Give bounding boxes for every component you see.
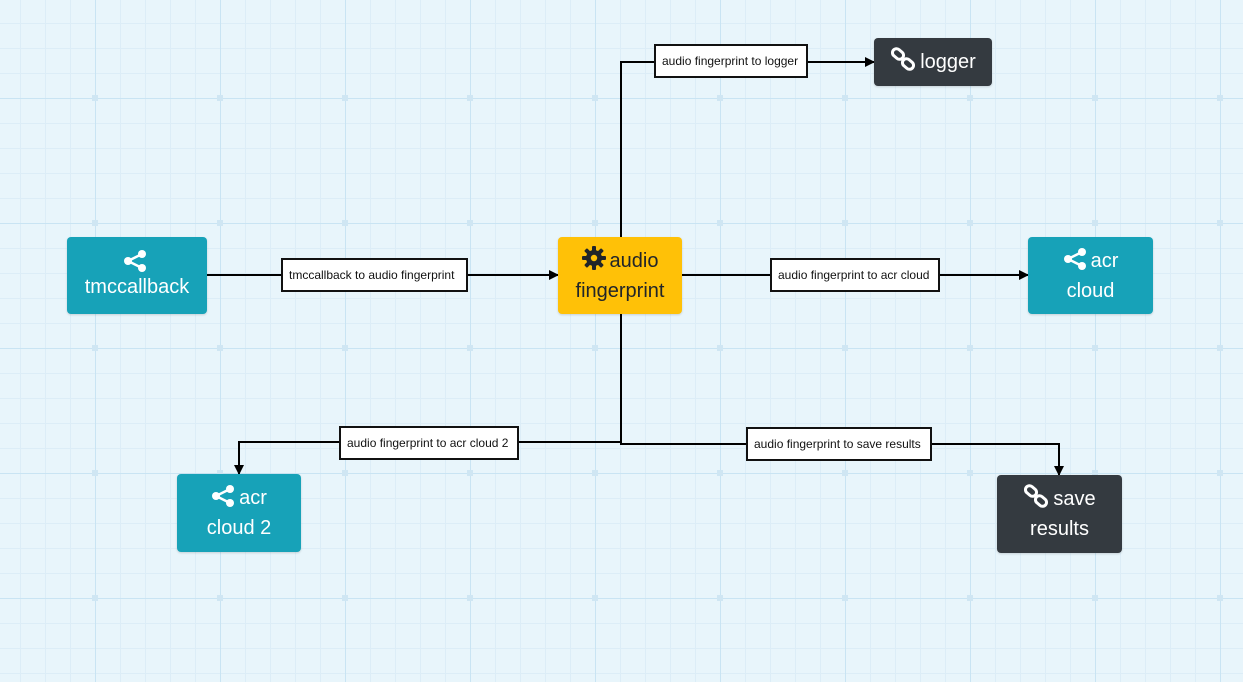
edge-label-tmccallback-to-audio-fingerprint[interactable]: tmccallback to audio fingerprint [281,258,468,292]
node-label-line2: results [1030,518,1089,540]
grid-dot [342,595,348,601]
grid-dot [467,595,473,601]
grid-dot [217,95,223,101]
grid-dot [592,470,598,476]
share-icon [123,249,147,272]
grid-dot [1092,470,1098,476]
grid-dot [717,95,723,101]
grid-dot [967,595,973,601]
grid-dot [842,95,848,101]
link-icon [1023,484,1049,508]
node-tmccallback[interactable]: tmccallback [67,237,207,314]
node-save-results[interactable]: save results [997,475,1122,553]
edge-label-audio-fingerprint-to-logger[interactable]: audio fingerprint to logger [654,44,808,78]
grid-dot [217,345,223,351]
grid-dot [92,95,98,101]
link-icon [890,47,916,71]
grid-dot [467,95,473,101]
share-icon [1063,247,1087,270]
gear-icon [581,245,606,270]
node-label-line1: acr [1090,249,1119,272]
node-label-line2: cloud 2 [206,517,272,539]
grid-dot [842,220,848,226]
grid-dot [467,470,473,476]
grid-dot [342,470,348,476]
grid-dot [592,220,598,226]
grid-dot [92,345,98,351]
grid-dot [1092,95,1098,101]
grid-dot [717,345,723,351]
node-label-line1: acr [239,487,267,509]
grid-dot [342,345,348,351]
grid-dot [842,595,848,601]
grid-dot [967,470,973,476]
grid-dot [967,220,973,226]
node-acr-cloud[interactable]: acr cloud [1028,237,1153,314]
grid-dot [1217,95,1223,101]
grid-dot [467,345,473,351]
grid-dot [842,345,848,351]
edge-label-audio-fingerprint-to-acr-cloud-2[interactable]: audio fingerprint to acr cloud 2 [339,426,519,460]
grid-dot [1217,345,1223,351]
grid-dot [842,470,848,476]
grid-dot [217,220,223,226]
node-label-line1: save [1053,488,1096,510]
grid-dot [717,595,723,601]
grid-dot [592,595,598,601]
node-audio-fingerprint[interactable]: audio fingerprint [558,237,682,314]
grid-dot [1092,595,1098,601]
edge-label-audio-fingerprint-to-acr-cloud[interactable]: audio fingerprint to acr cloud [770,258,940,292]
grid-dot [717,470,723,476]
edge-label-audio-fingerprint-to-save-results[interactable]: audio fingerprint to save results [746,427,932,461]
grid-dot [1217,220,1223,226]
edge-audio-fingerprint-to-logger[interactable] [620,57,875,237]
grid-dot [92,595,98,601]
grid-dot [1217,470,1223,476]
grid-dot [717,220,723,226]
grid-dot [592,345,598,351]
node-label-line2: cloud [1066,279,1115,302]
grid-dot [592,95,598,101]
grid-dot [1092,345,1098,351]
node-acr-cloud-2[interactable]: acr cloud 2 [177,474,301,552]
grid-dot [1092,220,1098,226]
grid-dot [467,220,473,226]
grid-dot [967,95,973,101]
share-icon [211,485,235,507]
node-label: tmccallback [84,275,190,298]
grid-dot [342,95,348,101]
node-label: logger [920,51,976,73]
grid-dot [217,470,223,476]
grid-dot [342,220,348,226]
grid-dot [967,345,973,351]
grid-dot [92,220,98,226]
grid-dot [92,470,98,476]
node-label-line2: fingerprint [575,279,665,302]
grid-dot [1217,595,1223,601]
node-label-line1: audio [609,249,659,272]
node-logger[interactable]: logger [874,38,992,86]
grid-dot [217,595,223,601]
